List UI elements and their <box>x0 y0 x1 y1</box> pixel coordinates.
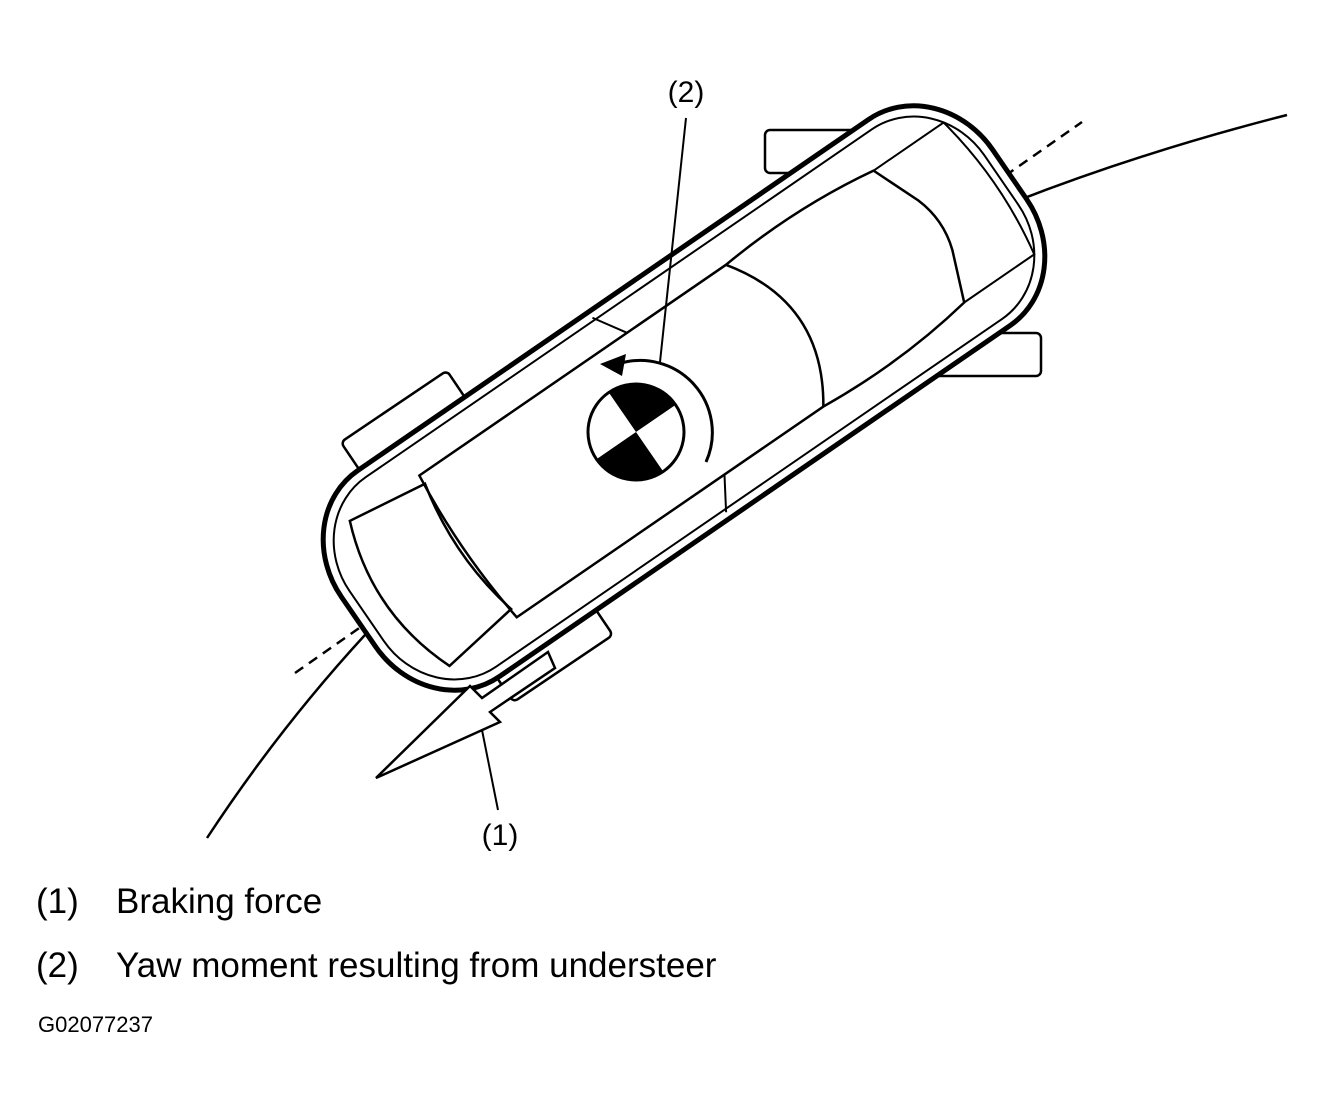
cabin-roof <box>417 169 966 619</box>
vehicle-yaw-diagram: (1) (2) <box>205 76 1288 852</box>
callout-2-label: (2) <box>668 76 705 109</box>
legend-text: Yaw moment resulting from understeer <box>116 946 717 985</box>
door-pillar-bottom <box>723 474 728 513</box>
legend-item-braking-force: (1) Braking force <box>36 882 716 946</box>
yaw-moment-arrow <box>617 358 714 463</box>
figure-id: G02077237 <box>38 1012 153 1037</box>
yaw-arrowhead <box>600 354 626 376</box>
callout-2-leader <box>659 117 687 363</box>
door-pillar-top <box>592 316 628 334</box>
legend-number: (2) <box>36 946 79 985</box>
rear-window <box>348 482 513 668</box>
center-of-gravity-icon <box>586 382 686 482</box>
legend-item-yaw-moment: (2) Yaw moment resulting from understeer <box>36 946 716 1010</box>
body-inner-outline <box>332 115 1036 681</box>
legend-number: (1) <box>36 882 79 921</box>
vehicle-body <box>320 103 1048 693</box>
callout-1-label: (1) <box>482 819 519 852</box>
body-outline <box>320 103 1048 693</box>
windshield <box>725 263 825 407</box>
legend-text: Braking force <box>116 882 323 921</box>
callout-1-leader <box>481 729 499 811</box>
braking-force-arrow <box>375 650 557 780</box>
legend: (1) Braking force (2) Yaw moment resulti… <box>36 882 716 1010</box>
hood-panel <box>872 121 1036 304</box>
